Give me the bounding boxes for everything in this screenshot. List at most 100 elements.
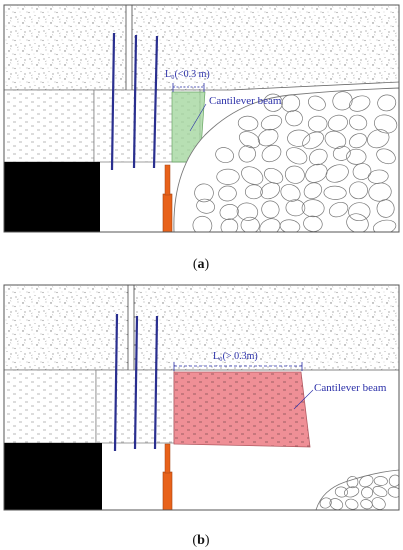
hydraulic-support-b (162, 471, 173, 510)
rock-fragment (348, 202, 371, 222)
rock-fragment (346, 148, 367, 165)
roof-stratum-left-b (4, 285, 129, 371)
rock-fragment (329, 498, 344, 510)
rock-fragment (236, 202, 259, 221)
rock-fragment (349, 133, 367, 149)
dimension-label-a: L₀(<0.3 m) (165, 69, 210, 80)
rock-fragment (238, 131, 261, 149)
dimension-label-b: L₀(> 0.3m) (213, 351, 258, 362)
caved-rocks-b (319, 474, 399, 510)
roof-bolt-b1 (113, 313, 119, 452)
roof-stratum-left (4, 5, 127, 91)
rock-fragment (237, 115, 259, 131)
rock-fragment (388, 474, 399, 487)
rock-fragment (361, 486, 374, 499)
coal-block-b (4, 443, 102, 510)
rock-fragment (303, 215, 323, 232)
roof-bolt-b3 (153, 315, 159, 450)
rock-fragment (244, 184, 263, 200)
rock-fragment (334, 486, 348, 498)
rock-fragment (257, 128, 279, 147)
rock-fragment (285, 110, 303, 127)
rock-fragment (303, 182, 323, 200)
cantilever-beam-b (173, 371, 311, 448)
rock-fragment (349, 114, 368, 131)
dimension-marker-b (173, 362, 303, 371)
roof-stratum-right (131, 5, 399, 91)
rock-fragment (218, 185, 237, 202)
rock-fragment (323, 185, 347, 200)
beam-label-a: Cantilever beam (209, 95, 282, 107)
dimension-marker-a (172, 83, 205, 92)
panel-b: L₀(> 0.3m) Cantilever beam (b) (3, 284, 400, 548)
panel-caption-b: (b) (192, 533, 209, 548)
rock-fragment (371, 497, 386, 510)
rock-fragment (260, 114, 283, 131)
rock-fragment (372, 486, 388, 497)
panel-a-frame (3, 4, 400, 233)
rock-fragment (327, 114, 348, 132)
rock-fragment (387, 486, 399, 498)
rock-fragment (301, 199, 325, 218)
rock-fragment (324, 130, 347, 149)
immediate-roof-left-b (4, 369, 97, 444)
rock-fragment (308, 95, 326, 111)
rock-fragment (281, 94, 301, 113)
rock-fragment (309, 148, 328, 166)
rock-fragment (219, 204, 239, 220)
roof-bolt-a3 (152, 35, 159, 169)
rock-fragment (240, 216, 260, 232)
rock-fragment (261, 144, 282, 163)
rock-fragment (349, 95, 371, 112)
rock-fragment (346, 476, 359, 489)
hydraulic-support-a (162, 193, 173, 232)
rock-fragment (328, 201, 349, 218)
rock-fragment (280, 184, 301, 202)
caved-rocks-a (192, 91, 398, 232)
rock-fragment (261, 200, 280, 219)
caved-gob-a (173, 87, 399, 232)
rock-fragment (192, 215, 213, 232)
rock-fragment (372, 219, 397, 232)
rock-fragment (367, 129, 390, 149)
rock-fragment (325, 164, 349, 183)
rock-fragment (359, 475, 374, 488)
rock-fragment (344, 486, 360, 498)
immediate-roof-left (4, 89, 95, 163)
panel-b-frame (3, 284, 400, 511)
rock-fragment (349, 181, 368, 200)
rock-fragment (264, 167, 284, 184)
rock-fragment (263, 93, 283, 112)
beam-label-b: Cantilever beam (314, 382, 387, 394)
rock-fragment (376, 148, 396, 165)
rock-fragment (259, 218, 281, 232)
rock-fragment (216, 168, 240, 185)
roof-bolt-a2 (132, 34, 138, 169)
roof-bolt-a1 (110, 32, 116, 171)
rock-fragment (352, 163, 372, 180)
rock-fragment (360, 499, 373, 510)
rock-fragment (284, 165, 305, 184)
roof-stratum-right-b (133, 285, 399, 371)
rock-fragment (287, 129, 311, 147)
rock-fragment (279, 219, 301, 232)
rock-fragment (305, 163, 328, 183)
rock-fragment (345, 498, 359, 510)
rock-fragment (332, 91, 353, 111)
rock-fragment (376, 199, 395, 218)
rock-fragment (220, 218, 239, 232)
rock-fragment (377, 94, 397, 112)
rock-fragment (373, 476, 388, 486)
rock-fragment (196, 198, 215, 214)
rock-fragment (215, 147, 234, 164)
coal-block-a (4, 162, 100, 232)
rock-fragment (194, 183, 214, 203)
panel-a: L₀(<0.3 m) Cantilever beam (a) (3, 4, 400, 272)
rock-fragment (285, 199, 306, 217)
rock-fragment (332, 145, 351, 161)
beam-leader-a (189, 103, 207, 132)
rock-fragment (302, 131, 324, 150)
rock-fragment (238, 145, 256, 163)
rock-fragment (286, 147, 308, 165)
